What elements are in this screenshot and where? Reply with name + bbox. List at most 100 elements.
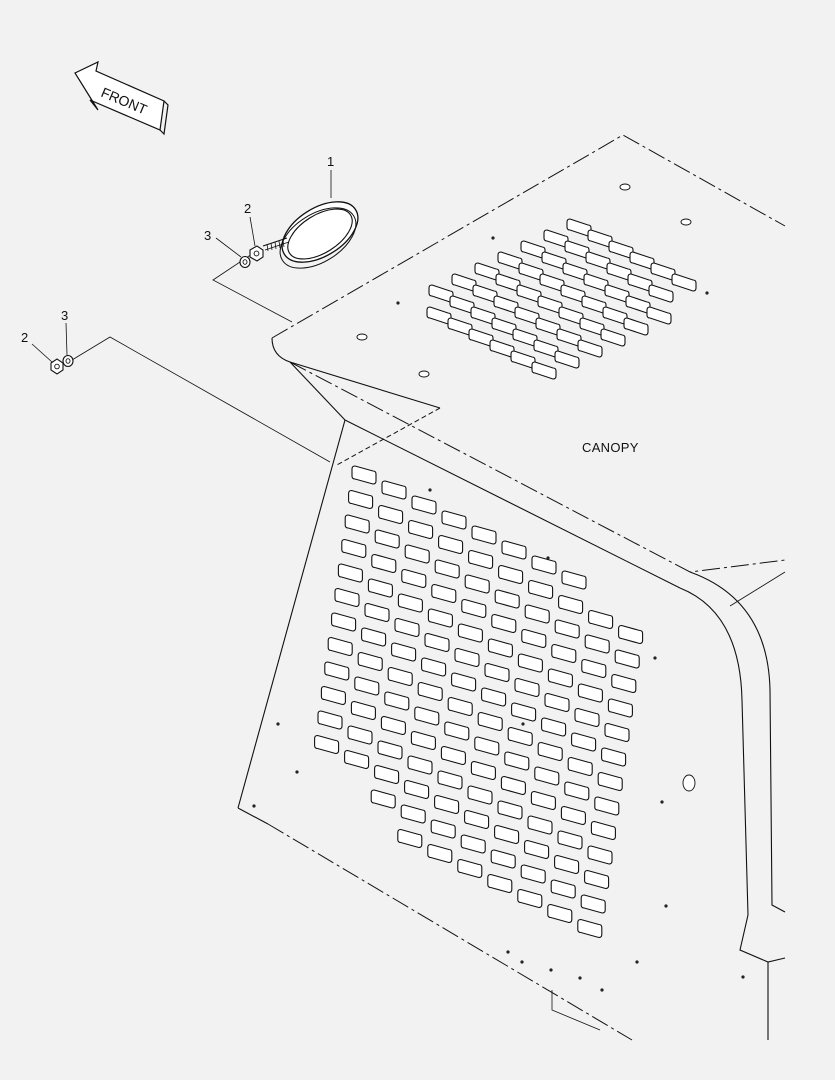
roof-grid-slot [566, 218, 592, 237]
rear-grid-slot [554, 854, 580, 875]
rear-grid-slot [614, 649, 640, 669]
rear-grid-slot [471, 525, 497, 545]
rear-grid-slot [461, 598, 487, 619]
rear-grid-slot [444, 721, 470, 741]
rear-grid-slot [400, 804, 426, 824]
roof-grid-slot [512, 328, 538, 347]
roof-grid-slot [602, 306, 628, 325]
roof-grid-slot [629, 251, 655, 270]
rear-grid-slot [500, 775, 526, 796]
upper-washer-icon [239, 255, 251, 269]
rear-grid-slot [588, 609, 614, 630]
roof-grid-slot [600, 328, 626, 347]
roof-grid-slot [451, 273, 477, 292]
rear-grid-slot [397, 593, 423, 613]
rear-grid-slot [440, 745, 466, 766]
rear-grid-slot [530, 790, 556, 811]
roof-grid-slot [625, 295, 651, 314]
roof-grid-slot [543, 229, 569, 248]
rear-grid-slot [550, 879, 576, 899]
rear-grid-slot [524, 604, 550, 624]
roof-grid-slot [474, 262, 500, 281]
rear-grid-slot [554, 619, 580, 639]
rear-grid-slot [457, 858, 483, 879]
rear-grid-slot [430, 819, 456, 839]
rear-grid-slot [494, 589, 520, 609]
rear-grid-slot [357, 651, 383, 672]
rear-grid-slot [371, 553, 397, 574]
roof-grid-slot [447, 317, 473, 336]
rear-grid-slot [411, 495, 437, 515]
rear-grid-slot [517, 653, 543, 673]
rear-grid-slot [597, 771, 623, 792]
rear-grid-slot [314, 734, 340, 755]
rear-grid-slot [584, 634, 610, 654]
rear-vent-grid [314, 465, 644, 939]
rear-grid-slot [514, 677, 540, 698]
rear-grid-slot [351, 465, 377, 485]
roof-grid-slot [579, 317, 605, 336]
lower-nut-icon [50, 358, 64, 375]
rear-grid-slot [447, 696, 473, 717]
roof-grid-slot [604, 284, 630, 303]
rear-grid-slot [367, 578, 393, 598]
rear-grid-slot [487, 638, 513, 658]
rear-grid-slot [434, 794, 460, 815]
rear-grid-slot [577, 918, 603, 939]
roof-grid-slot [510, 350, 536, 369]
roof-grid-slot [493, 295, 519, 314]
roof-grid-slot [606, 262, 632, 281]
rear-grid-slot [464, 574, 490, 594]
rear-grid-slot [504, 751, 530, 771]
rear-grid-slot [414, 706, 440, 726]
rear-grid-slot [334, 587, 360, 608]
roof-grid-slot [560, 284, 586, 303]
rear-grid-slot [574, 707, 600, 728]
rear-grid-slot [397, 828, 423, 849]
rear-grid-slot [457, 623, 483, 643]
rear-grid-slot [364, 602, 390, 623]
rear-grid-slot [517, 888, 543, 909]
roof-grid-slot [497, 251, 523, 270]
roof-grid-slot [470, 306, 496, 325]
canopy-outline [71, 134, 786, 1041]
roof-grid-slot [468, 328, 494, 347]
rear-grid-slot [331, 612, 357, 632]
rear-grid-slot [531, 555, 557, 575]
rear-grid-slot [474, 736, 500, 756]
rear-grid-slot [404, 779, 430, 800]
rear-grid-slot [487, 873, 513, 894]
rear-grid-slot [571, 732, 597, 752]
rear-grid-slot [424, 632, 450, 653]
rear-grid-slot [437, 770, 463, 790]
rear-grid-slot [528, 579, 554, 600]
roof-grid-slot [539, 273, 565, 292]
front-arrow-icon: FRONT [74, 60, 169, 136]
rear-grid-slot [587, 845, 613, 865]
callout-light: 1 [327, 154, 334, 169]
callout-lower-nut: 2 [21, 330, 28, 345]
roof-grid-slot [556, 328, 582, 347]
roof-grid-slot [577, 339, 603, 358]
rear-grid-slot [547, 903, 573, 924]
rear-grid-slot [341, 538, 367, 559]
rear-grid-slot [377, 740, 403, 760]
rear-grid-slot [601, 747, 627, 767]
rear-grid-slot [584, 869, 610, 890]
rear-grid-slot [537, 741, 563, 762]
roof-grid-slot [489, 339, 515, 358]
rear-grid-slot [551, 643, 577, 664]
canopy-label: CANOPY [582, 440, 639, 455]
rear-grid-slot [374, 764, 400, 785]
rear-grid-slot [427, 843, 453, 864]
rear-grid-slot [421, 657, 447, 677]
rear-grid-slot [494, 824, 520, 845]
rear-grid-slot [521, 628, 547, 649]
rear-grid-slot [604, 722, 630, 743]
rear-grid-slot [361, 627, 387, 647]
roof-grid-slot [531, 361, 557, 380]
roof-grid-slot [650, 262, 676, 281]
roof-grid-slot [646, 306, 672, 325]
rear-grid-slot [547, 668, 573, 688]
